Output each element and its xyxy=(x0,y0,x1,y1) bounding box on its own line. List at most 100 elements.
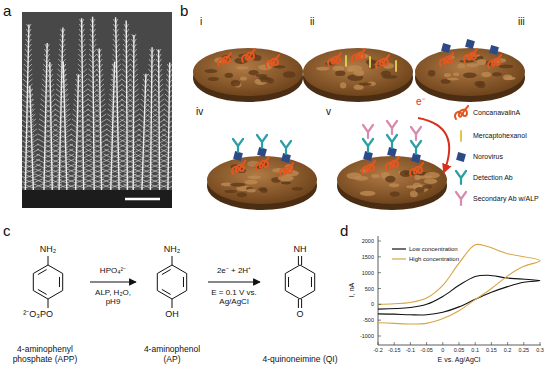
surface-bump xyxy=(360,191,376,196)
surface-bump xyxy=(424,178,437,184)
tick-label: 500 xyxy=(365,285,374,291)
tick-label: 0.05 xyxy=(454,347,465,353)
bond xyxy=(59,277,60,287)
tick-mark xyxy=(507,342,508,345)
sem-fibre xyxy=(116,17,120,192)
sensor-surface xyxy=(303,48,413,102)
scale-bar xyxy=(125,198,160,201)
ring-bonds xyxy=(157,265,186,299)
tick-mark xyxy=(410,342,411,345)
legend-text: High concentration xyxy=(409,256,459,263)
surface-bump xyxy=(316,67,329,71)
mercaptohexanol xyxy=(395,61,397,71)
sensor-surface xyxy=(337,121,447,210)
surface-bump xyxy=(459,60,474,63)
step-number: iii xyxy=(518,16,525,28)
reaction-condition: 2e⁻ + 2H⁺ xyxy=(217,266,251,275)
concanavalin-a xyxy=(455,106,468,119)
tick-mark xyxy=(378,288,381,289)
mercaptohexanol xyxy=(345,56,347,66)
axis-title: E vs. Ag/AgCl xyxy=(438,356,481,364)
legend-text: Mercaptohexanol xyxy=(473,132,527,140)
sensor-surface xyxy=(415,39,525,102)
tick-label: -0.15 xyxy=(388,347,401,353)
tick-label: 2000 xyxy=(362,238,374,244)
tick-mark xyxy=(491,342,492,345)
surface-bump xyxy=(503,74,512,80)
atom-label: OH xyxy=(165,309,179,319)
tick-label: 0.3 xyxy=(536,347,544,353)
surface-bump xyxy=(248,175,261,179)
bond xyxy=(162,289,171,294)
surface-bump xyxy=(463,72,477,78)
tick-mark xyxy=(394,342,395,345)
bond xyxy=(311,277,312,287)
surface-bump xyxy=(371,174,379,178)
mercaptohexanol xyxy=(369,57,371,67)
compound-box: 4-aminophenyl phosphate (APP) xyxy=(2,236,88,364)
secondary-antibody xyxy=(387,121,397,134)
detection-antibody xyxy=(363,139,373,152)
norovirus xyxy=(465,39,475,49)
reaction-condition: E = 0.1 V vs. Ag/AgCl xyxy=(207,288,261,306)
tick-label: -0.1 xyxy=(406,347,415,353)
ring-bonds xyxy=(285,265,314,299)
atom-label: ²⁻O₃PO xyxy=(23,309,53,319)
concanavalin-a xyxy=(328,53,341,66)
surface-bump xyxy=(466,63,479,67)
tick-mark xyxy=(378,241,381,242)
molecule-structure xyxy=(33,256,62,308)
tick-label: -1000 xyxy=(360,333,374,339)
legend-text: Detection Ab xyxy=(473,174,513,182)
tick-label: -0.2 xyxy=(373,347,382,353)
concanavalin-a xyxy=(376,55,389,68)
concanavalin-a xyxy=(280,163,293,176)
tick-mark xyxy=(523,342,524,345)
atom-label: NH₂ xyxy=(164,244,181,254)
ring-bonds xyxy=(33,265,62,299)
detection-antibody xyxy=(257,135,267,148)
surface-bump xyxy=(208,77,219,81)
surface-bump xyxy=(453,72,459,76)
surface-bump xyxy=(388,183,399,187)
compound-name: 4-quinoneimine (QI) xyxy=(262,354,338,364)
bond xyxy=(48,299,49,308)
bond xyxy=(298,256,299,265)
sem-fibre xyxy=(99,49,101,192)
concanavalin-a xyxy=(232,161,245,174)
tick-label: 1500 xyxy=(362,254,374,260)
surface-bump xyxy=(260,76,269,82)
tick-mark xyxy=(540,342,541,345)
surface-bump xyxy=(406,185,418,188)
surface-bump xyxy=(244,180,258,185)
detection-antibody xyxy=(233,139,243,152)
surface-bump xyxy=(481,72,491,78)
detection-antibody xyxy=(387,135,397,148)
tick-label: 1000 xyxy=(362,270,374,276)
tick-mark xyxy=(442,342,443,345)
secondary-antibody xyxy=(363,125,373,138)
sem-fibre xyxy=(132,35,134,192)
sem-fibre xyxy=(63,62,67,192)
panel-letter: a xyxy=(3,2,11,19)
surface-bump xyxy=(492,72,502,76)
concanavalin-a xyxy=(410,163,423,176)
step-number: iv xyxy=(196,106,203,118)
tick-mark xyxy=(378,342,379,345)
surface-bump xyxy=(230,183,246,187)
surface-bump xyxy=(204,69,217,73)
sem-fibre xyxy=(82,18,84,192)
surface-bump xyxy=(447,77,459,80)
compound-box: 4-aminophenol (AP) xyxy=(138,236,206,364)
surface-bump xyxy=(428,70,435,77)
surface-bump xyxy=(292,187,303,191)
bond xyxy=(48,256,49,265)
concanavalin-a xyxy=(362,161,375,174)
tick-mark xyxy=(426,342,427,345)
legend-text: Secondary Ab w/ALP xyxy=(473,195,539,203)
tick-label: 0.25 xyxy=(518,347,529,353)
voltammogram xyxy=(378,236,541,345)
concanavalin-a xyxy=(218,53,231,66)
sem-fibre xyxy=(50,62,53,192)
concanavalin-a xyxy=(256,157,269,170)
